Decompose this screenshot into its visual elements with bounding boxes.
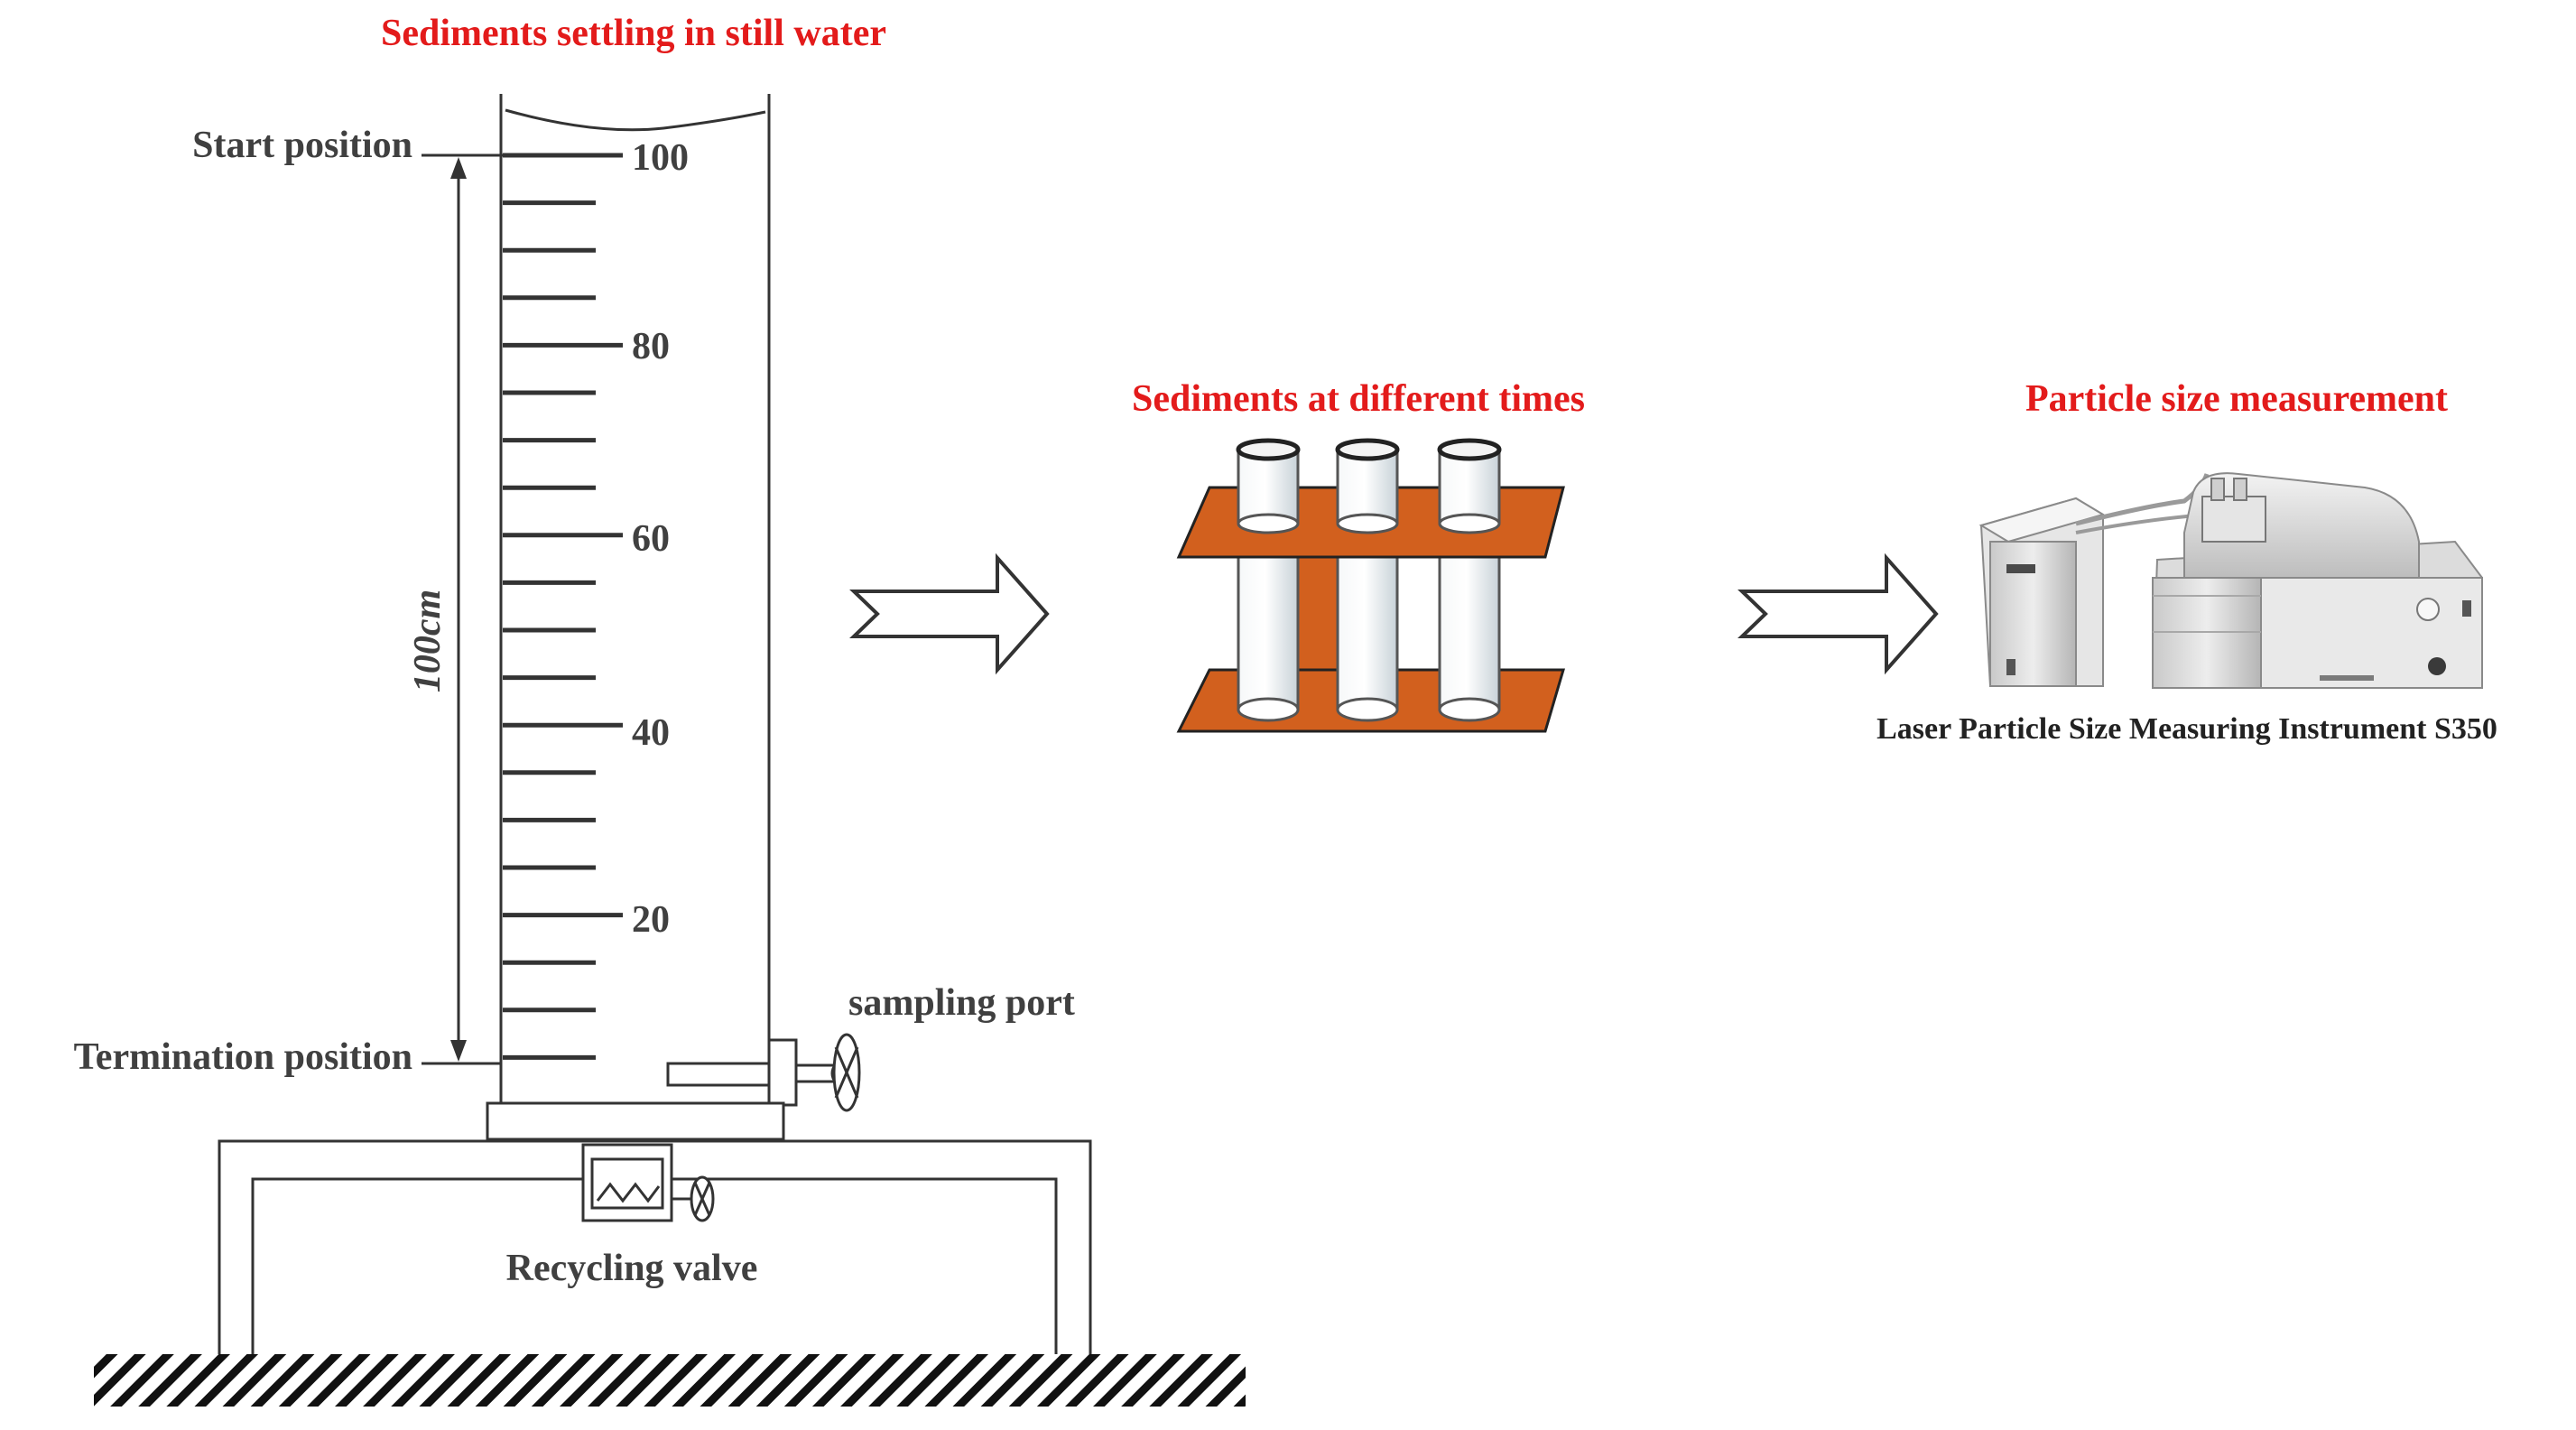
recycling-valve-label: Recycling valve [506,1248,758,1289]
hollow-right-arrow-icon [1737,552,1939,675]
scale-labels: 100 80 60 40 20 [632,137,689,941]
test-tube-1 [1237,540,1300,722]
hollow-right-arrow-icon [849,552,1050,675]
instrument-label: Laser Particle Size Measuring Instrument… [1876,712,2497,746]
sampling-port-label: sampling port [848,982,1075,1024]
ground-hatch-icon [94,1354,1246,1407]
recycling-valve [581,1143,715,1222]
scale-label-60: 60 [632,518,670,560]
height-dimension-arrow [450,157,467,1062]
test-tube-1-top [1236,438,1301,534]
valve-wheel-icon [830,1033,861,1112]
sampling-port [666,1033,861,1112]
position-markers [422,153,623,1065]
sample-tubes-title: Sediments at different times [1132,378,1585,420]
settling-column [499,94,771,1103]
scale-label-20: 20 [632,899,670,941]
graduation-ticks [503,153,623,1108]
laser-particle-size-instrument [1978,472,2483,689]
test-tube-3-top [1437,438,1502,534]
settling-stage: Sediments settling in still water 100 80… [74,13,1246,1407]
test-tube-3 [1438,540,1501,722]
scale-label-80: 80 [632,326,670,367]
measurement-stage: Particle size measurement [1876,378,2497,746]
scale-label-100: 100 [632,137,689,179]
height-label: 100cm [407,590,449,692]
scale-label-40: 40 [632,712,670,754]
sample-tubes-stage: Sediments at different times [1132,378,1585,733]
start-position-label: Start position [192,125,412,166]
termination-position-label: Termination position [74,1036,412,1078]
test-tube-2-top [1335,438,1400,534]
test-tube-2 [1336,540,1399,722]
valve-wheel-icon [690,1175,715,1222]
column-base-plate [486,1101,785,1141]
measurement-title: Particle size measurement [2025,378,2448,420]
settling-title: Sediments settling in still water [381,13,886,54]
